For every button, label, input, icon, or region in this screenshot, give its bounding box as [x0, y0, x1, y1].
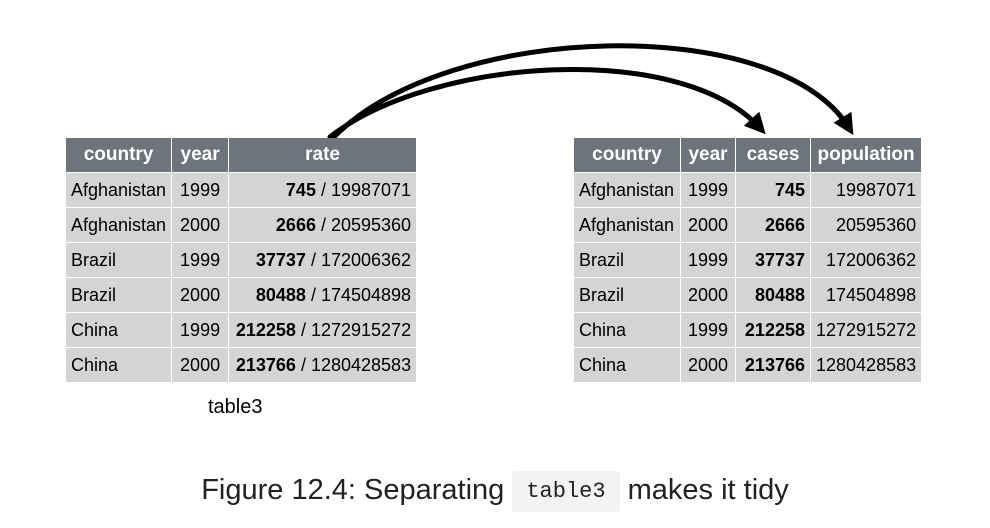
cell-rate: 37737 / 172006362: [228, 242, 417, 278]
cell-year: 2000: [171, 277, 230, 313]
cell-rate: 212258 / 1272915272: [228, 312, 417, 348]
cell-year: 1999: [171, 172, 230, 208]
rate-population: 172006362: [320, 249, 412, 270]
cell-year: 1999: [680, 172, 736, 208]
cell-cases: 37737: [735, 242, 811, 278]
table-row: China 1999 212258 1272915272: [574, 312, 922, 348]
arrow-to-population: [331, 43, 854, 140]
cell-year: 2000: [171, 207, 230, 243]
cell-country: China: [66, 347, 173, 382]
cell-population: 1272915272: [810, 312, 922, 348]
cell-country: China: [66, 312, 173, 348]
cell-rate: 2666 / 20595360: [228, 207, 417, 243]
table-row: Afghanistan 1999 745 19987071: [574, 172, 922, 208]
cell-year: 1999: [680, 312, 736, 348]
cell-country: Brazil: [574, 277, 681, 313]
rate-cases: 745: [285, 179, 316, 200]
cell-population: 1280428583: [810, 347, 922, 382]
rate-population: 19987071: [330, 179, 412, 200]
rate-cases: 212258: [235, 319, 296, 340]
cell-country: Brazil: [66, 277, 173, 313]
rate-separator: /: [305, 249, 321, 270]
cell-rate: 745 / 19987071: [228, 172, 417, 208]
header-rate: rate: [228, 138, 417, 173]
table3-untidy: country year rate Afghanistan 1999 745 /…: [66, 138, 417, 382]
table-caption: table3: [208, 396, 263, 418]
table-row: Afghanistan 2000 2666 / 20595360: [66, 207, 417, 243]
cell-population: 20595360: [810, 207, 922, 243]
figure-caption: Figure 12.4: Separating table3 makes it …: [0, 471, 990, 512]
cell-year: 1999: [171, 312, 230, 348]
table3-tidy: country year cases population Afghanista…: [574, 138, 922, 382]
rate-cases: 37737: [255, 249, 306, 270]
rate-cases: 80488: [255, 284, 306, 305]
header-year: year: [171, 138, 230, 173]
rate-population: 174504898: [320, 284, 412, 305]
cell-cases: 2666: [735, 207, 811, 243]
header-cases: cases: [735, 138, 811, 173]
caption-prefix: Figure 12.4: Separating: [201, 474, 513, 506]
cell-cases: 80488: [735, 277, 811, 313]
table-row: Brazil 1999 37737 172006362: [574, 242, 922, 278]
header-row: country year cases population: [574, 138, 922, 173]
cell-population: 172006362: [810, 242, 922, 278]
table-row: Afghanistan 2000 2666 20595360: [574, 207, 922, 243]
cell-country: Brazil: [66, 242, 173, 278]
table-row: China 2000 213766 / 1280428583: [66, 347, 417, 382]
table-row: China 2000 213766 1280428583: [574, 347, 922, 382]
rate-cases: 2666: [275, 214, 316, 235]
rate-separator: /: [315, 214, 331, 235]
table-row: Brazil 2000 80488 / 174504898: [66, 277, 417, 313]
rate-population: 1280428583: [310, 354, 412, 375]
cell-country: China: [574, 347, 681, 382]
cell-country: Afghanistan: [574, 207, 681, 243]
header-year: year: [680, 138, 736, 173]
header-population: population: [810, 138, 922, 173]
cell-year: 2000: [680, 347, 736, 382]
cell-country: Brazil: [574, 242, 681, 278]
cell-country: Afghanistan: [574, 172, 681, 208]
header-row: country year rate: [66, 138, 417, 173]
rate-cases: 213766: [235, 354, 296, 375]
cell-cases: 745: [735, 172, 811, 208]
caption-code: table3: [512, 471, 620, 512]
header-country: country: [574, 138, 681, 173]
cell-year: 2000: [171, 347, 230, 382]
rate-separator: /: [295, 354, 311, 375]
rate-population: 1272915272: [310, 319, 412, 340]
cell-country: China: [574, 312, 681, 348]
table-row: Afghanistan 1999 745 / 19987071: [66, 172, 417, 208]
cell-population: 174504898: [810, 277, 922, 313]
rate-separator: /: [295, 319, 311, 340]
cell-cases: 213766: [735, 347, 811, 382]
cell-rate: 213766 / 1280428583: [228, 347, 417, 382]
header-country: country: [66, 138, 173, 173]
table-row: Brazil 1999 37737 / 172006362: [66, 242, 417, 278]
cell-country: Afghanistan: [66, 172, 173, 208]
rate-separator: /: [305, 284, 321, 305]
table-row: China 1999 212258 / 1272915272: [66, 312, 417, 348]
arrow-to-cases: [327, 67, 766, 140]
cell-year: 2000: [680, 277, 736, 313]
cell-population: 19987071: [810, 172, 922, 208]
rate-population: 20595360: [330, 214, 412, 235]
cell-year: 1999: [171, 242, 230, 278]
caption-suffix: makes it tidy: [619, 474, 789, 506]
cell-year: 1999: [680, 242, 736, 278]
rate-separator: /: [315, 179, 331, 200]
cell-country: Afghanistan: [66, 207, 173, 243]
cell-cases: 212258: [735, 312, 811, 348]
cell-rate: 80488 / 174504898: [228, 277, 417, 313]
table-row: Brazil 2000 80488 174504898: [574, 277, 922, 313]
cell-year: 2000: [680, 207, 736, 243]
